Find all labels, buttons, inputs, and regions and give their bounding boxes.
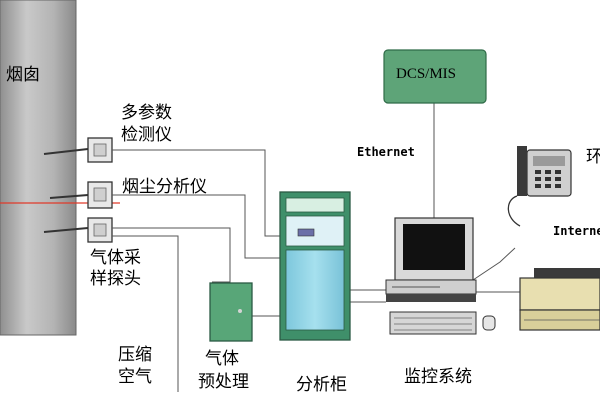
analysis-cabinet-icon (279, 191, 351, 341)
env-label-partial: 环 (586, 147, 600, 167)
telephone-icon (507, 146, 572, 227)
dcs-mis-box (383, 49, 487, 104)
ethernet-label: Ethernet (357, 145, 415, 159)
gas-pretreat-label-2: 预处理 (198, 372, 249, 392)
dust-analyzer-icon (87, 181, 113, 209)
dust-analyzer-label: 烟尘分析仪 (122, 177, 207, 197)
chimney (0, 0, 77, 336)
analysis-cabinet-label: 分析柜 (296, 375, 347, 395)
gas-pretreatment-icon (209, 282, 253, 342)
chimney-label: 烟囱 (6, 65, 40, 85)
gas-pretreat-label-1: 气体 (205, 349, 239, 369)
dcs-mis-label: DCS/MIS (396, 66, 457, 82)
gas-probe-label-2: 样探头 (90, 269, 141, 289)
compressed-air-label-2: 空气 (118, 367, 152, 387)
multi-parameter-detector-icon (87, 137, 113, 163)
internet-label: Interne (553, 224, 600, 238)
multi-param-label-2: 检测仪 (121, 125, 172, 145)
signal-lines (112, 103, 520, 392)
monitor-system-label: 监控系统 (404, 367, 472, 387)
probe-rods (43, 148, 89, 233)
printer-icon (519, 268, 600, 331)
computer-monitor-icon (385, 217, 496, 335)
compressed-air-label-1: 压缩 (118, 345, 152, 365)
gas-probe-label-1: 气体采 (90, 248, 141, 268)
gas-probe-icon (87, 217, 113, 243)
multi-param-label-1: 多参数 (121, 103, 172, 123)
